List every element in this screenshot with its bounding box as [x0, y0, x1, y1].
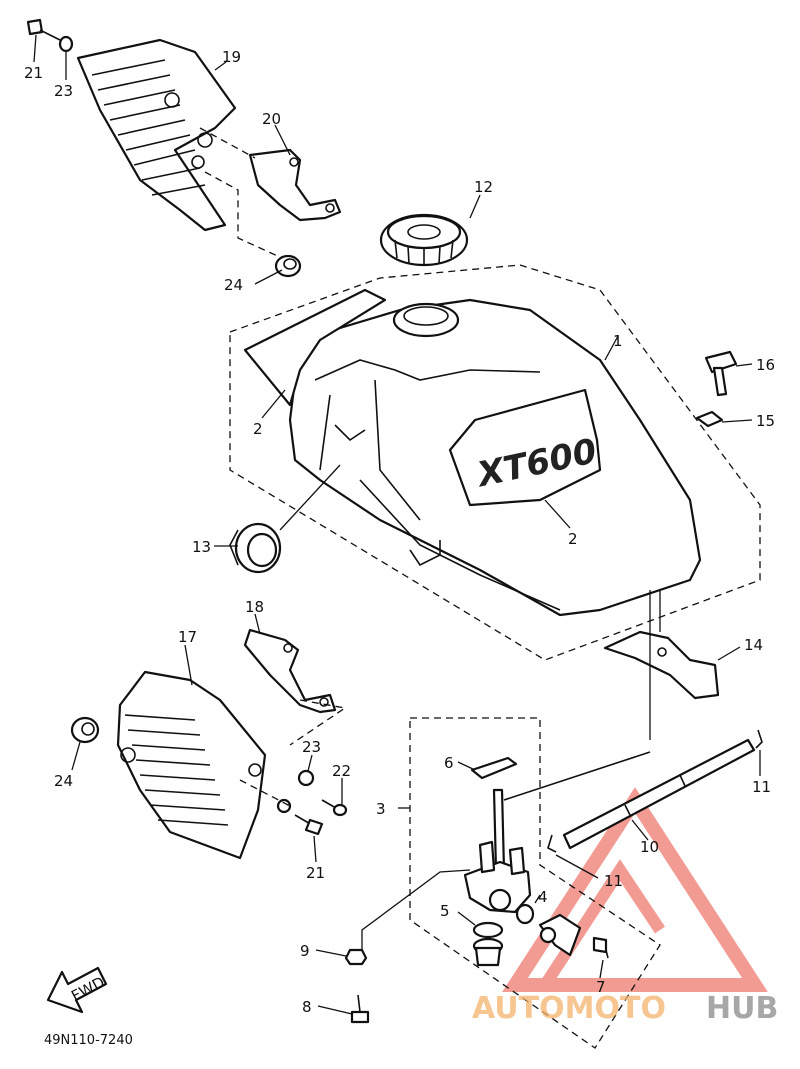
- filter-strainer-6: [470, 756, 518, 780]
- bracket-18: [243, 628, 337, 714]
- callout-24-left: 24: [54, 772, 73, 790]
- callout-9: 9: [300, 942, 310, 960]
- fuel-petcock: [463, 751, 651, 914]
- bolt-8: [350, 994, 370, 1024]
- watermark-part1: AUTOMOTO: [472, 991, 666, 1026]
- screw-21-bottom: [294, 814, 324, 836]
- fuel-cap-12: [379, 213, 469, 267]
- grommet-24-left: [70, 716, 100, 744]
- callout-16: 16: [756, 356, 775, 374]
- hose-clip-11-right: [755, 729, 763, 749]
- washer-15: [695, 410, 724, 428]
- hose-clip-11-left: [547, 834, 557, 853]
- side-cover-left-17: [116, 670, 267, 860]
- callout-1: 1: [613, 332, 623, 350]
- washer-23-left-lower: [276, 798, 292, 814]
- callout-24-top: 24: [224, 276, 243, 294]
- callout-23-top: 23: [54, 82, 73, 100]
- diagram-code: 49N110-7240: [44, 1033, 133, 1048]
- forward-arrow: FWD: [46, 966, 108, 1014]
- washer-23-top: [58, 35, 74, 53]
- callout-21-top: 21: [24, 64, 43, 82]
- callout-21-bottom: 21: [306, 864, 325, 882]
- callout-12: 12: [474, 178, 493, 196]
- callout-13: 13: [192, 538, 211, 556]
- petcock-lever: [538, 913, 582, 957]
- grommet-13: [229, 522, 282, 574]
- watermark-logo: [502, 787, 768, 992]
- callout-2-badge: 2: [568, 530, 578, 548]
- callout-2-left: 2: [253, 420, 263, 438]
- callout-15: 15: [756, 412, 775, 430]
- bracket-20: [248, 148, 342, 222]
- side-cover-right-19: [76, 38, 237, 232]
- screw-22: [321, 799, 348, 817]
- callout-6: 6: [444, 754, 454, 772]
- callout-20: 20: [262, 110, 281, 128]
- callout-11-right: 11: [752, 778, 771, 796]
- callout-18: 18: [245, 598, 264, 616]
- callout-10: 10: [640, 838, 659, 856]
- callout-14: 14: [744, 636, 763, 654]
- o-ring-4: [515, 903, 535, 925]
- fuel-hose-10: [562, 738, 756, 850]
- callout-19: 19: [222, 48, 241, 66]
- fuel-tank-1: XT600: [288, 298, 702, 617]
- sediment-bowl: [472, 937, 504, 967]
- bolt-16: [704, 350, 738, 397]
- grommet-24-top: [274, 254, 302, 278]
- callout-4: 4: [538, 888, 548, 906]
- bracket-14: [603, 630, 720, 700]
- emblem-2-left: [243, 288, 387, 407]
- callout-22: 22: [332, 762, 351, 780]
- callout-7: 7: [596, 978, 606, 996]
- callout-11-left: 11: [604, 872, 623, 890]
- watermark-text: AUTOMOTO HUB: [472, 991, 778, 1026]
- washer-23-left: [297, 769, 315, 787]
- nut-9: [344, 948, 368, 966]
- callout-23-left: 23: [302, 738, 321, 756]
- screw-7: [592, 936, 609, 959]
- callout-5: 5: [440, 902, 450, 920]
- watermark-part2: HUB: [706, 991, 778, 1026]
- callout-3: 3: [376, 800, 386, 818]
- callout-17: 17: [178, 628, 197, 646]
- gasket-5: [472, 921, 504, 939]
- callout-8: 8: [302, 998, 312, 1016]
- bolt-21-top: [26, 18, 61, 41]
- callout-labels: 21 23 19 20 12 24 1 16 15 2 2 13 18 17 1…: [24, 48, 775, 1016]
